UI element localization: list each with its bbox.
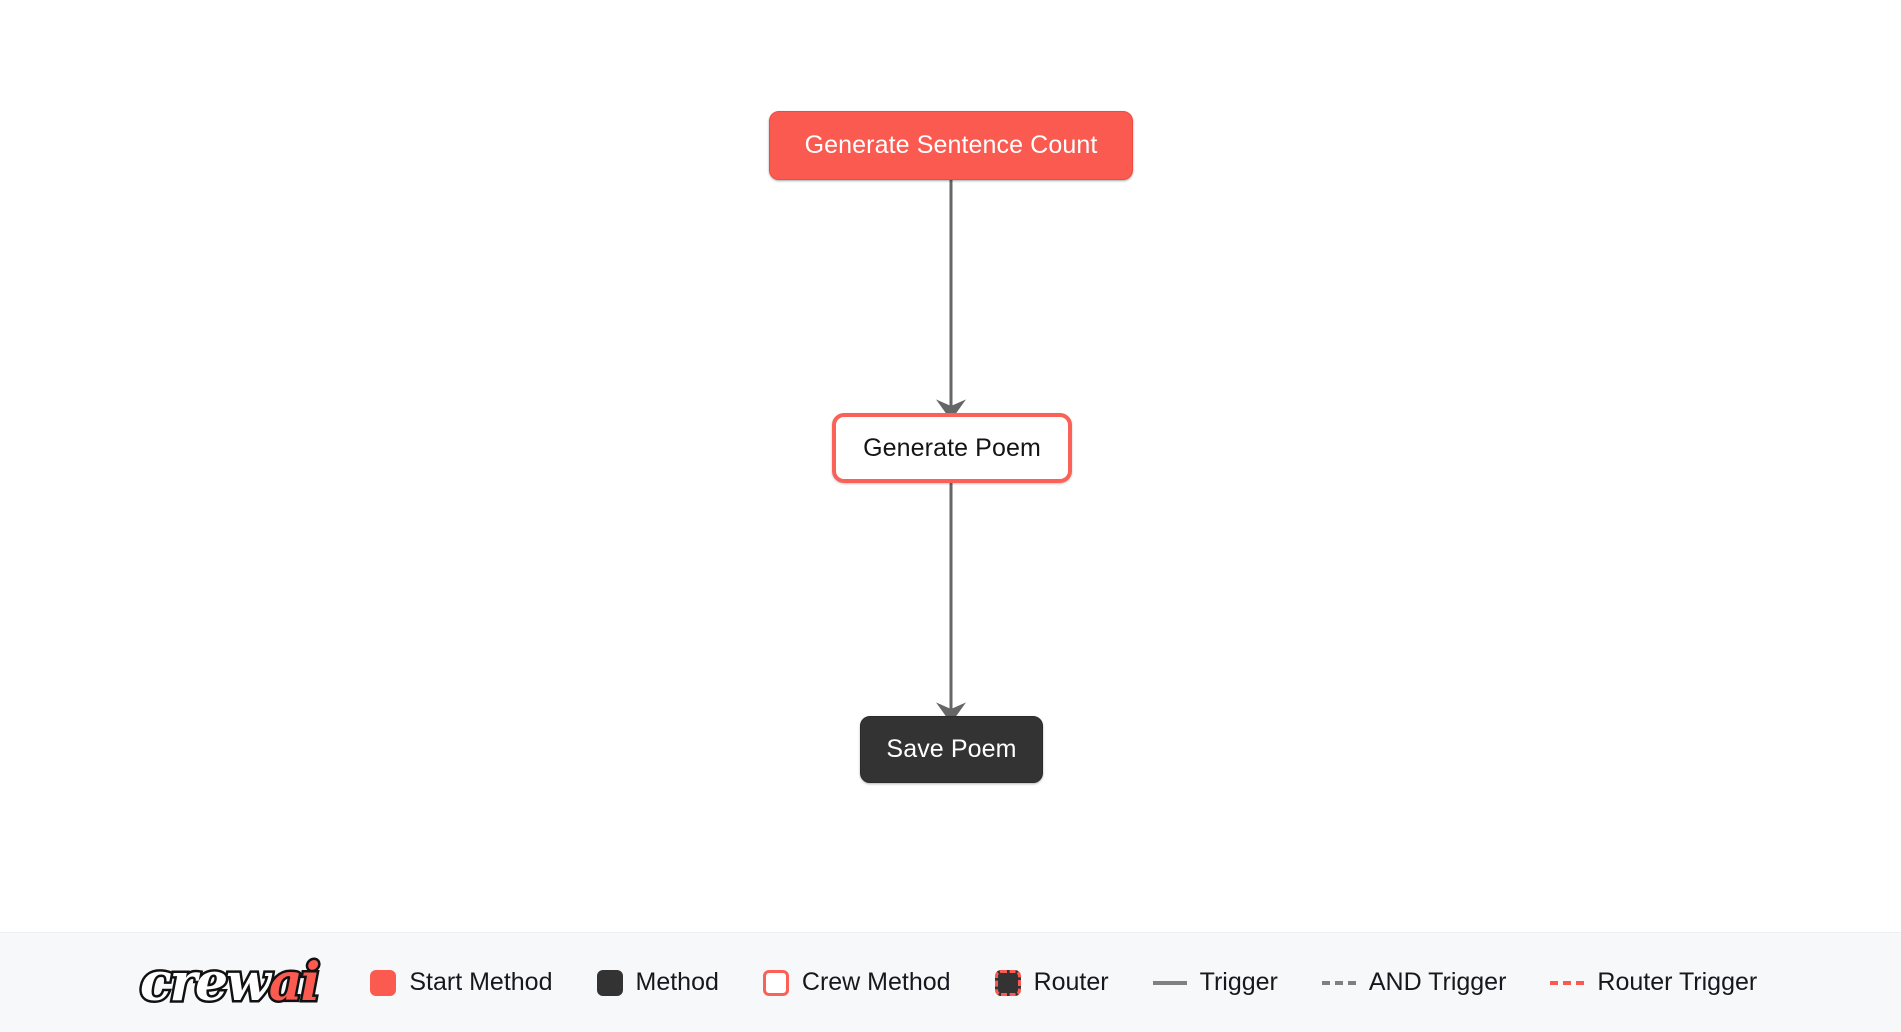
node-generate-sentence-count[interactable]: Generate Sentence Count	[769, 111, 1133, 180]
legend-item-router-trigger: Router Trigger	[1550, 970, 1757, 995]
legend-item-start-method: Start Method	[370, 968, 553, 996]
legend-item-list: Start Method Method Crew Method Router T…	[370, 968, 1901, 996]
line-solid-gray-icon	[1152, 980, 1187, 985]
logo-text-ai: ai	[266, 951, 323, 1013]
legend-item-router: Router	[994, 968, 1109, 996]
legend-label: Start Method	[409, 968, 553, 996]
legend-item-trigger: Trigger	[1152, 968, 1278, 996]
square-filled-dark-icon	[596, 969, 623, 996]
logo-text-crew: crew	[138, 951, 274, 1013]
legend-label: Trigger	[1199, 968, 1278, 996]
line-dashed-gray-icon	[1321, 980, 1356, 985]
legend-label: AND Trigger	[1368, 968, 1507, 996]
square-filled-coral-icon	[370, 969, 397, 996]
legend-item-crew-method: Crew Method	[762, 968, 951, 996]
legend-label: Router Trigger	[1597, 968, 1758, 996]
flow-canvas[interactable]: Generate Sentence Count Generate Poem Sa…	[0, 0, 1901, 932]
node-save-poem[interactable]: Save Poem	[860, 716, 1043, 783]
line-dashed-coral-icon	[1550, 980, 1585, 985]
legend-item-and-trigger: AND Trigger	[1321, 968, 1507, 996]
node-label: Save Poem	[886, 735, 1017, 763]
node-generate-poem[interactable]: Generate Poem	[832, 413, 1072, 483]
legend-label: Router	[1033, 968, 1109, 996]
node-label: Generate Poem	[863, 433, 1041, 462]
square-dashed-coral-icon	[994, 969, 1021, 996]
legend-label: Crew Method	[801, 968, 951, 996]
legend-item-method: Method	[596, 968, 719, 996]
square-outline-coral-icon	[762, 969, 789, 996]
legend-label: Method	[635, 968, 719, 996]
node-label: Generate Sentence Count	[804, 131, 1098, 159]
